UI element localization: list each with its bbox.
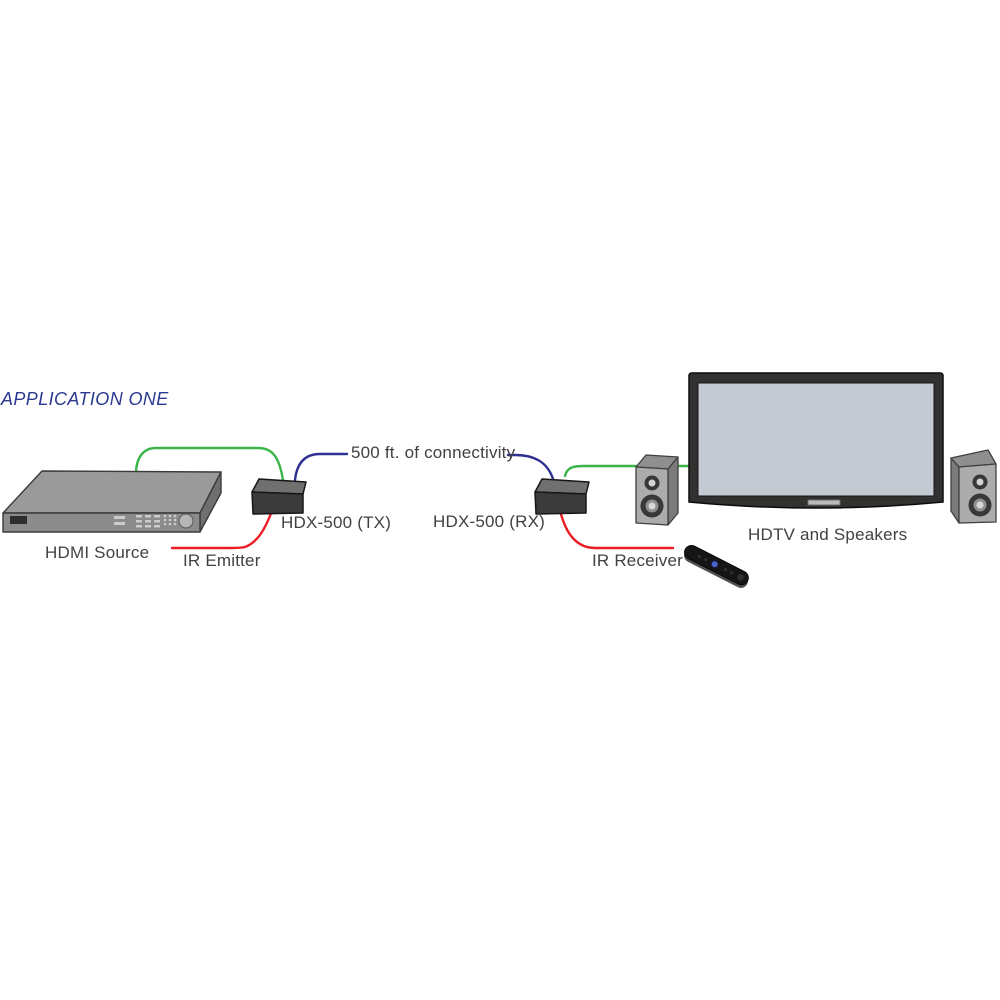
- source-button-pair: [114, 516, 125, 525]
- remote-control: [684, 544, 749, 588]
- hdtv-speakers-label: HDTV and Speakers: [748, 525, 908, 544]
- remote-blue-button: [711, 560, 719, 568]
- source-knob: [178, 513, 194, 529]
- left-speaker-tweeter: [644, 475, 660, 491]
- source-button-grid: [136, 515, 160, 528]
- hdmi-source-device: [2, 470, 222, 533]
- connectivity-label: 500 ft. of connectivity: [351, 443, 516, 462]
- hdmi-cable-rx-to-tv: [563, 464, 694, 478]
- ir-emitter-cable: [170, 509, 274, 550]
- tx-front-face: [251, 491, 304, 515]
- rx-extender-device: [534, 478, 590, 515]
- link-cable-left-segment: [293, 452, 349, 482]
- tx-extender-label: HDX-500 (TX): [281, 513, 392, 532]
- source-top-face: [2, 470, 222, 514]
- right-speaker-tweeter: [972, 474, 988, 490]
- rx-front-face: [534, 491, 587, 515]
- source-display-window: [10, 516, 27, 524]
- diagram-title: APPLICATION ONE: [1, 389, 169, 409]
- link-cable-right-segment: [506, 453, 555, 481]
- tx-extender-device: [251, 478, 307, 515]
- ir-emitter-label: IR Emitter: [183, 551, 261, 570]
- hdmi-cable-source-to-tx: [134, 446, 285, 482]
- tv-logo-bar: [807, 499, 841, 506]
- remote-buttons: [697, 554, 745, 581]
- right-speaker: [950, 449, 997, 524]
- source-button-dots: [163, 514, 177, 526]
- right-speaker-woofer: [968, 493, 992, 517]
- rx-extender-label: HDX-500 (RX): [433, 512, 545, 531]
- ir-receiver-label: IR Receiver: [592, 551, 684, 570]
- right-speaker-side-face: [950, 457, 960, 524]
- ir-receiver-cable: [557, 505, 675, 550]
- left-speaker: [635, 454, 679, 526]
- left-speaker-side-face: [667, 456, 679, 526]
- hdtv-device: [688, 372, 944, 509]
- left-speaker-woofer: [640, 494, 664, 518]
- hdmi-source-label: HDMI Source: [45, 543, 150, 562]
- tv-screen: [697, 382, 935, 497]
